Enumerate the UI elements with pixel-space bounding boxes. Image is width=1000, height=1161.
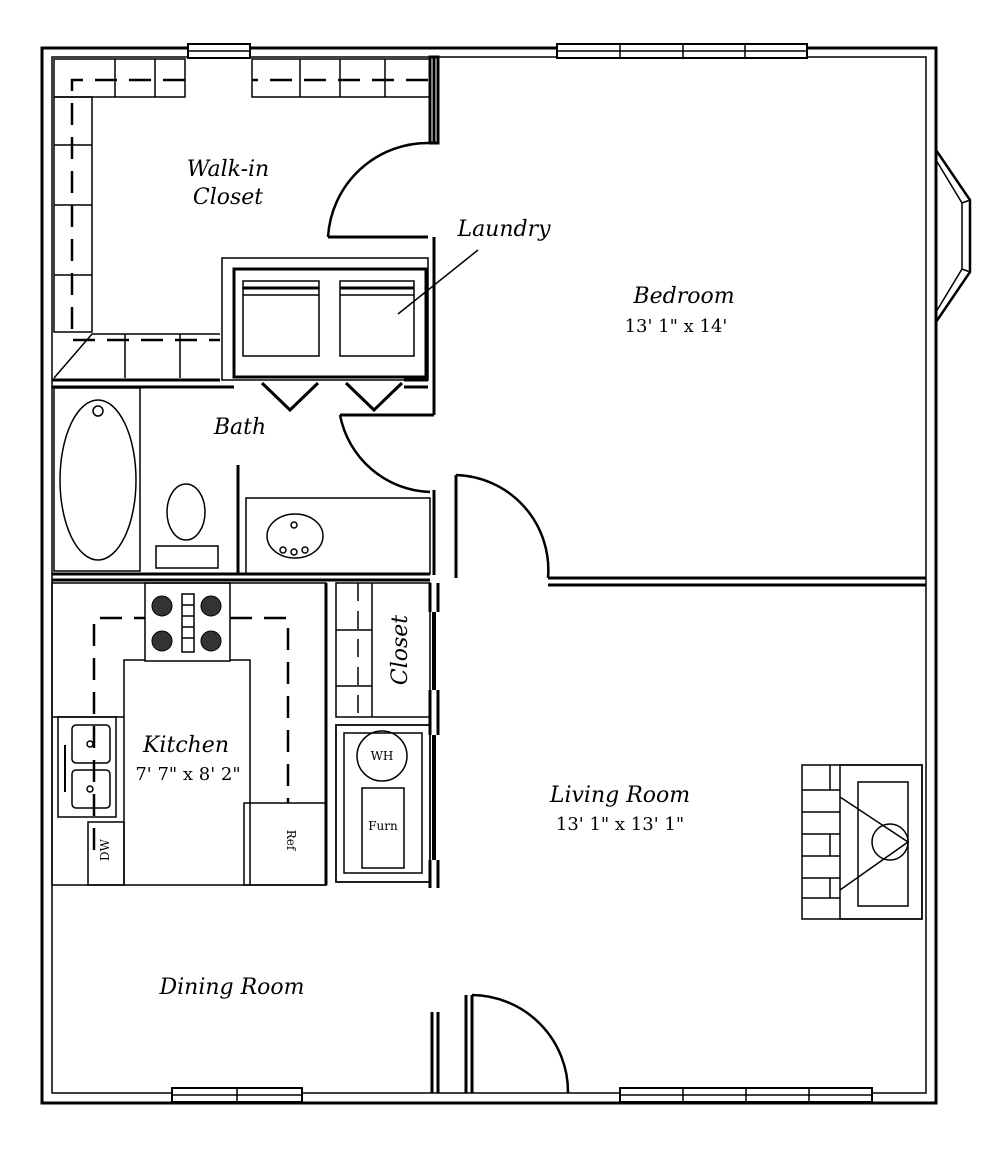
bathtub xyxy=(59,399,137,561)
refrigerator-label: Ref xyxy=(284,830,298,852)
stove xyxy=(144,582,231,662)
door-bedroom xyxy=(455,473,550,579)
kitchen-fixtures xyxy=(52,582,327,886)
sink xyxy=(266,513,324,559)
kitchen-label: Kitchen xyxy=(142,733,229,758)
refrigerator xyxy=(243,802,327,886)
window-walkin-closet xyxy=(187,43,251,59)
bedroom-dims: 13' 1" x 14' xyxy=(625,316,728,337)
door-entry xyxy=(471,993,570,1094)
fireplace xyxy=(801,764,923,920)
living-room-dims: 13' 1" x 13' 1" xyxy=(556,814,684,835)
water-heater-label: WH xyxy=(371,749,394,763)
interior-walls xyxy=(51,55,926,1093)
living-room-label: Living Room xyxy=(549,783,690,808)
furnace xyxy=(361,787,405,869)
door-bath xyxy=(338,414,431,494)
bath-fixtures xyxy=(59,399,324,569)
furnace-label: Furn xyxy=(368,819,398,833)
kitchen-sink xyxy=(57,716,117,818)
room-labels: Walk-in Closet Laundry Bedroom 13' 1" x … xyxy=(135,157,734,1000)
doors xyxy=(260,141,570,1094)
dining-room-label: Dining Room xyxy=(158,975,304,1000)
window-living-bottom xyxy=(619,1087,873,1103)
bedroom-label: Bedroom xyxy=(632,284,734,309)
dishwasher-label: DW xyxy=(98,838,112,861)
window-dining-bottom xyxy=(171,1087,303,1103)
closet-label: Closet xyxy=(388,615,413,685)
walkin-closet-label-line2: Closet xyxy=(193,185,263,210)
closet-shelving xyxy=(53,58,431,379)
dishwasher xyxy=(87,821,125,886)
windows xyxy=(171,43,972,1103)
toilet xyxy=(166,483,206,541)
fixture-labels: WH Furn Ref DW xyxy=(98,749,398,861)
door-walkin-closet xyxy=(326,141,431,238)
washer-dryer xyxy=(242,249,479,357)
window-bedroom-top xyxy=(556,43,808,59)
water-heater xyxy=(356,730,408,782)
bay-window-bedroom xyxy=(934,149,972,323)
door-laundry-left xyxy=(260,381,320,413)
kitchen-dims: 7' 7" x 8' 2" xyxy=(135,764,240,785)
laundry-label: Laundry xyxy=(456,217,551,242)
utility-fixtures xyxy=(335,583,431,883)
walkin-closet-label-line1: Walk-in xyxy=(187,157,269,182)
door-laundry-right xyxy=(344,381,404,413)
bath-label: Bath xyxy=(213,415,266,440)
